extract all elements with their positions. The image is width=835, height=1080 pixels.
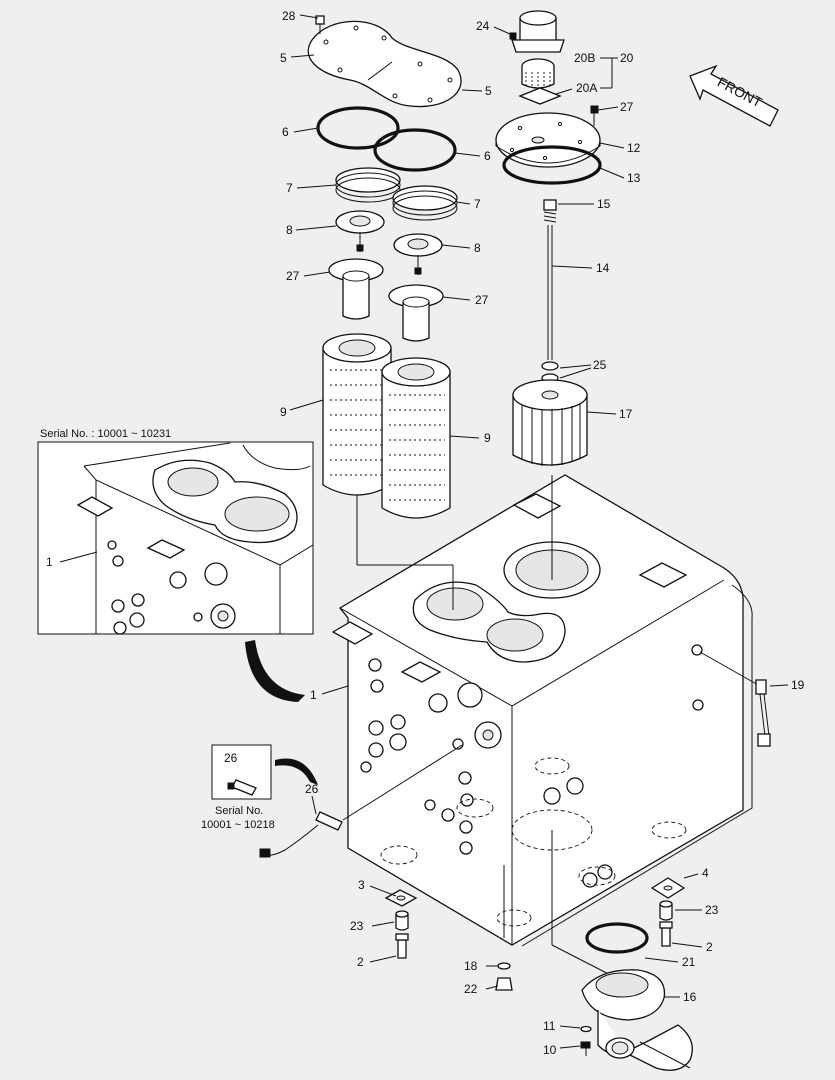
sleeve-right bbox=[388, 284, 444, 342]
callout-5a: 5 bbox=[280, 51, 287, 65]
callout-20b: 20B bbox=[574, 51, 595, 65]
nuts-25 bbox=[541, 361, 559, 383]
o-ring-13 bbox=[502, 145, 602, 185]
o-ring-21 bbox=[585, 922, 649, 954]
level-gauge-19 bbox=[699, 651, 771, 747]
spring-15 bbox=[543, 199, 557, 223]
callout-26a: 26 bbox=[224, 751, 238, 765]
callout-5b: 5 bbox=[485, 84, 492, 98]
bolt-10-11 bbox=[580, 1025, 592, 1056]
hydraulic-tank bbox=[331, 474, 753, 947]
callout-25: 25 bbox=[593, 358, 607, 372]
callout-23b: 23 bbox=[705, 903, 719, 917]
mount-plate-4 bbox=[650, 877, 686, 899]
callout-24: 24 bbox=[476, 19, 490, 33]
callout-6a: 6 bbox=[282, 125, 289, 139]
callout-7a: 7 bbox=[286, 181, 293, 195]
callout-7b: 7 bbox=[474, 197, 481, 211]
callout-12: 12 bbox=[627, 141, 641, 155]
suction-pipe-16 bbox=[581, 969, 693, 1071]
inset-sensor-arrow-icon bbox=[275, 758, 318, 785]
callout-26b: 26 bbox=[305, 782, 319, 796]
mount-plate-3 bbox=[384, 889, 418, 907]
callout-2a: 2 bbox=[357, 955, 364, 969]
callout-11: 11 bbox=[543, 1019, 556, 1033]
o-ring-right bbox=[373, 128, 457, 172]
leader-lines bbox=[59, 14, 789, 1049]
callout-27a: 27 bbox=[286, 269, 300, 283]
cover-plates bbox=[307, 20, 462, 108]
inset-pointer-arrow-icon bbox=[245, 640, 305, 702]
bolt-icon bbox=[315, 15, 325, 34]
filter-element-left bbox=[322, 333, 392, 496]
callout-8a: 8 bbox=[286, 223, 293, 237]
level-sensor-26 bbox=[259, 811, 343, 858]
inset-tank-detail bbox=[37, 441, 314, 635]
breather-cap bbox=[509, 10, 565, 53]
rod-14 bbox=[547, 225, 553, 360]
front-arrow-icon: FRONT bbox=[689, 64, 779, 127]
callout-20: 20 bbox=[620, 51, 634, 65]
callout-3: 3 bbox=[358, 878, 365, 892]
callout-1b: 1 bbox=[310, 688, 317, 702]
breather-element bbox=[521, 58, 555, 90]
callout-9b: 9 bbox=[484, 431, 491, 445]
inset-sensor-detail bbox=[211, 744, 272, 800]
callout-1a: 1 bbox=[46, 555, 53, 569]
callout-27b: 27 bbox=[475, 293, 489, 307]
bolt-icon bbox=[590, 105, 599, 126]
callout-9a: 9 bbox=[280, 405, 287, 419]
callout-28: 28 bbox=[282, 9, 296, 23]
callout-15: 15 bbox=[597, 197, 611, 211]
return-filter-17 bbox=[512, 379, 588, 466]
callout-22: 22 bbox=[464, 982, 478, 996]
sleeve-left bbox=[328, 258, 384, 320]
callout-10: 10 bbox=[543, 1043, 557, 1057]
valve-right bbox=[393, 233, 443, 275]
callout-19: 19 bbox=[791, 678, 805, 692]
spring-left bbox=[335, 167, 401, 203]
callout-27c: 27 bbox=[620, 100, 634, 114]
inset-sensor-caption-2: 10001 ~ 10218 bbox=[201, 819, 275, 831]
bolt-2 bbox=[395, 921, 673, 959]
callout-21: 21 bbox=[682, 955, 696, 969]
callout-20a: 20A bbox=[576, 81, 597, 95]
callout-23a: 23 bbox=[350, 919, 364, 933]
spring-right bbox=[392, 185, 458, 221]
inset-sensor-caption-1: Serial No. bbox=[215, 805, 263, 817]
bushing-23 bbox=[395, 900, 673, 931]
callout-6b: 6 bbox=[484, 149, 491, 163]
valve-left bbox=[335, 210, 385, 252]
inset-top-caption: Serial No. : 10001 ~ 10231 bbox=[40, 428, 171, 440]
gasket-20a bbox=[518, 87, 562, 105]
callout-18: 18 bbox=[464, 959, 478, 973]
callout-17: 17 bbox=[619, 407, 633, 421]
callout-2b: 2 bbox=[706, 940, 713, 954]
callout-8b: 8 bbox=[474, 241, 481, 255]
o-ring-left bbox=[316, 106, 400, 150]
callout-14: 14 bbox=[596, 261, 610, 275]
filter-element-right bbox=[381, 357, 451, 519]
port-fittings bbox=[360, 644, 704, 888]
callout-16: 16 bbox=[683, 990, 697, 1004]
callouts: 28 5 5 6 6 7 7 8 8 27 27 9 9 24 20B 20 2… bbox=[46, 9, 805, 1057]
callout-13: 13 bbox=[627, 171, 641, 185]
callout-4: 4 bbox=[702, 866, 709, 880]
cover-plate-12 bbox=[495, 112, 601, 168]
